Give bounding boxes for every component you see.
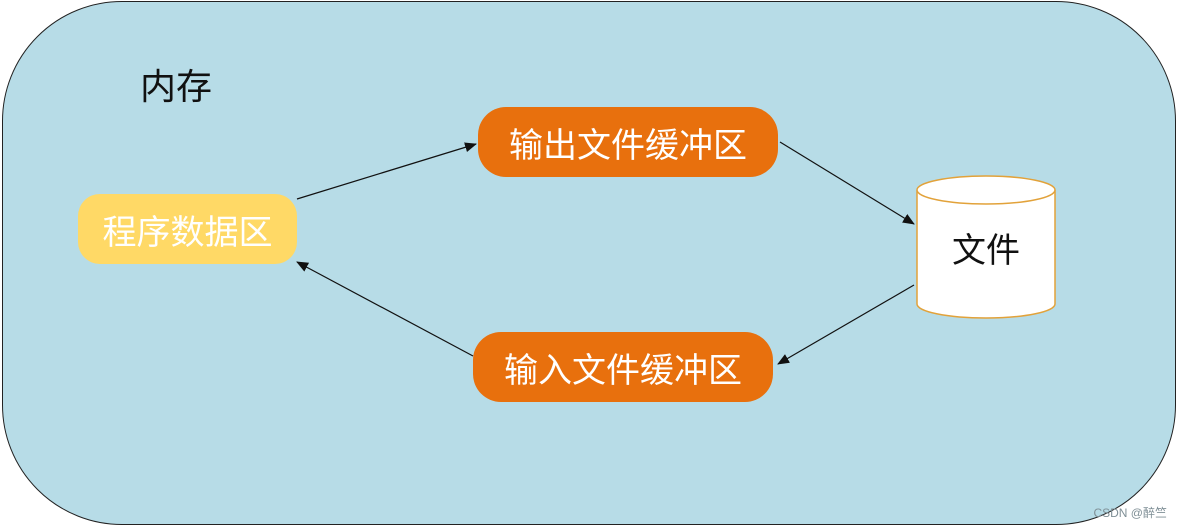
memory-label: 内存 — [140, 67, 213, 108]
arrow-input-to-program — [296, 261, 474, 357]
arrow-output-to-file — [779, 141, 915, 225]
input-buffer-node: 输入文件缓冲区 — [473, 332, 773, 402]
program-data-node: 程序数据区 — [78, 194, 297, 264]
file-label: 文件 — [952, 230, 1020, 271]
output-buffer-node: 输出文件缓冲区 — [478, 107, 778, 177]
arrow-file-to-input — [777, 284, 915, 365]
arrow-program-to-output — [296, 142, 477, 200]
watermark: CSDN @醉竺 — [1093, 506, 1167, 520]
file-cylinder-icon — [916, 175, 1056, 319]
